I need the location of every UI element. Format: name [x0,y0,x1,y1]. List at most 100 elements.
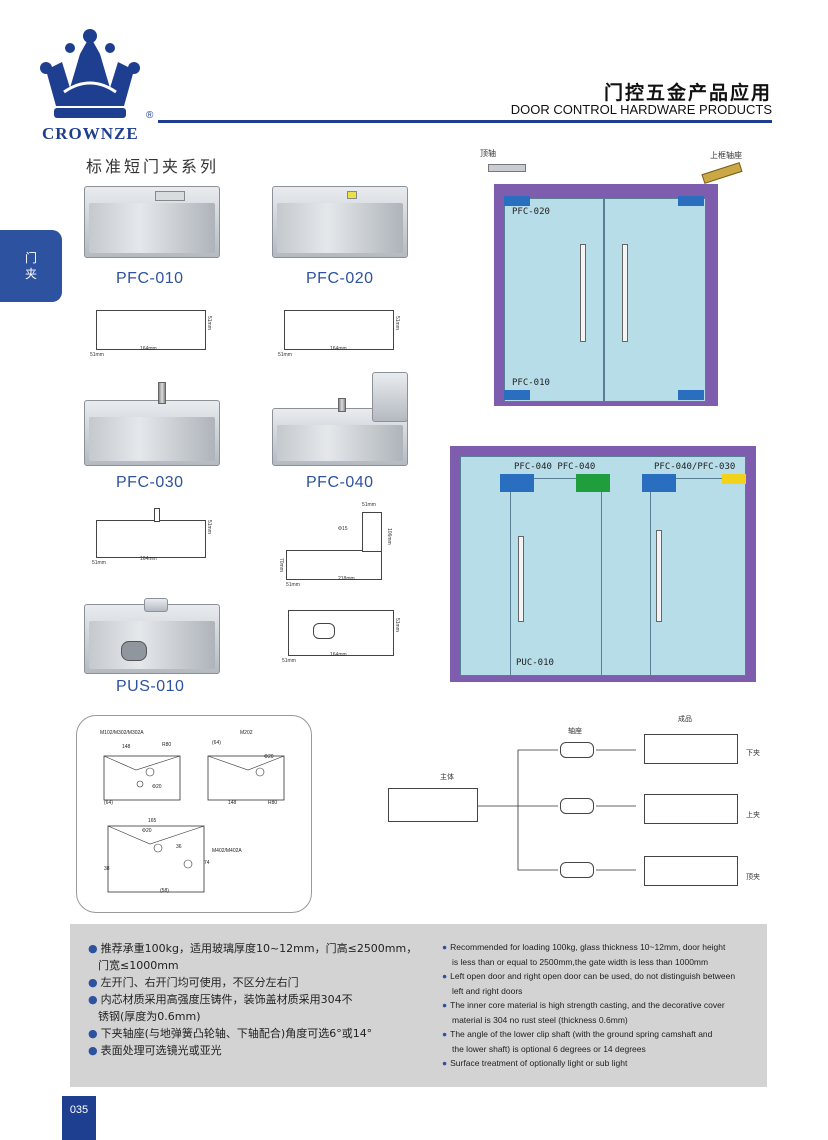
pfc-030-length: 164mm [140,556,157,562]
pfc-010-length: 164mm [140,346,157,352]
pfc-010-photo [84,186,220,258]
finished-top-clip [644,856,738,886]
dim-58: (58) [160,888,169,894]
pus-010-length: 164mm [330,652,347,658]
top-frame-pivot-label: 上框轴座 [710,151,742,160]
pfc-040-mid: 70mm [278,558,284,572]
pfc-040-pin [338,398,346,412]
spec-cn-item: 门宽≤1000mm [98,959,179,972]
spec-en-item: ●The inner core material is high strengt… [442,1000,725,1010]
top-pivot-image [488,164,526,172]
pfc-020-photo [272,186,408,258]
series-title: 标准短门夹系列 [86,157,220,176]
pfc-040-length: 218mm [338,576,355,582]
spec-list-en: ●Recommended for loading 100kg, glass th… [442,940,762,1071]
spec-en-item: ●Left open door and right open door can … [442,971,736,981]
spec-en-item: ●Recommended for loading 100kg, glass th… [442,942,726,952]
pus-010-width: 51mm [282,658,296,664]
door-1-clip-top-right [678,196,704,206]
spec-en-item: ●Surface treatment of optionally light o… [442,1058,628,1068]
dim-r80-a: R80 [162,742,172,748]
top-pivot-label: 顶轴 [480,149,496,158]
pfc-040-pin-dia: Φ15 [338,526,348,532]
page-number: 035 [62,1096,96,1140]
dim-38: 38 [104,866,110,872]
header-rule [158,120,772,123]
spec-en-item: left and right doors [452,985,523,996]
door-1-lower-label: PFC-010 [512,378,550,388]
door-2-clip-blue-right [642,474,676,492]
spec-en-item: is less than or equal to 2500mm,the gate… [452,956,709,967]
door-1-handle-left [580,244,586,342]
dim-36: 36 [176,844,182,850]
door-1-upper-label: PFC-020 [512,207,550,217]
spec-en-item: the lower shaft) is optional 6 degrees o… [452,1043,646,1054]
section-tab-line2: 夹 [24,267,37,281]
product-label-pus-010: PUS-010 [116,678,185,695]
shaft-part-lower [560,742,594,758]
pfc-030-height: 51mm [206,520,212,534]
door-2-handle-left [518,536,524,622]
pfc-040-height: 106mm [386,528,392,545]
dim-phi20-a: Φ20 [152,784,162,790]
dim-165: 165 [148,818,157,824]
section-tab-line1: 门 [24,251,37,265]
pus-010-height: 51mm [394,618,400,632]
door-2-handle-right [656,530,662,622]
finished-upper-clip [644,794,738,824]
spec-list-cn: ●推荐承重100kg，适用玻璃厚度10~12mm，门高≤2500mm， 门宽≤1… [88,940,428,1059]
assembly-connectors [478,749,636,871]
dim-74: 74 [204,860,210,866]
assembly-main-body [388,788,478,822]
assembly-finished-label: 成品 [678,715,692,723]
section-tab: 门 夹 [0,230,62,302]
pfc-030-width: 51mm [92,560,106,566]
dim-148-a: 148 [122,744,131,750]
spec-panel [70,924,767,1087]
tech-drawings-box [76,715,312,913]
door-2-clip-green [576,474,610,492]
pfc-010-height: 51mm [206,316,212,330]
dim-phi20-c: Φ20 [142,828,152,834]
dim-r80-b: R80 [268,800,278,806]
pfc-030-drawing-pin [154,508,160,522]
door-1-clip-bottom-right [678,390,704,400]
spec-cn-item: ●表面处理可选镜光或亚光 [88,1044,222,1057]
pus-010-drawing [288,610,394,656]
brand-name: CROWNZE [42,124,139,143]
pfc-020-height: 51mm [394,316,400,330]
door-1-clip-bottom-left [504,390,530,400]
pus-010-tab [144,598,168,612]
pfc-010-width: 51mm [90,352,104,358]
pfc-030-photo [84,400,220,466]
page-title-en: DOOR CONTROL HARDWARE PRODUCTS [510,102,772,117]
model-label-m202: M202 [240,730,253,736]
product-label-pfc-040: PFC-040 [306,474,374,491]
pfc-020-drawing [284,310,394,350]
door-2-right-labels: PFC-040/PFC-030 [654,462,736,472]
registered-mark: ® [146,110,154,121]
pfc-010-drawing [96,310,206,350]
pfc-040-width: 51mm [286,582,300,588]
dim-phi20-b: Φ20 [264,754,274,760]
product-label-pfc-020: PFC-020 [306,270,374,287]
spec-cn-item: ●左开门、右开门均可使用，不区分左右门 [88,976,299,989]
door-1-right-glass [604,198,706,402]
lower-clip-label: 下夹 [746,749,760,757]
pfc-020-width: 51mm [278,352,292,358]
assembly-shaft-label: 轴座 [568,727,582,735]
pfc-020-length: 164mm [330,346,347,352]
door-2-lower-label: PUC-010 [516,658,554,668]
top-clip-label: 顶夹 [746,873,760,881]
product-label-pfc-010: PFC-010 [116,270,184,287]
spec-cn-item: ●内芯材质采用高强度压铸件，装饰盖材质采用304不 [88,993,353,1006]
pfc-040-drawing [286,550,382,580]
product-label-pfc-030: PFC-030 [116,474,184,491]
door-2-right-glass [650,478,746,676]
crown-logo-icon [40,29,140,118]
finished-lower-clip [644,734,738,764]
spec-en-item: material is 304 no rust steel (thickness… [452,1014,628,1025]
model-label-m102: M102/M302/M302A [100,730,144,736]
dim-64-b: (64) [212,740,221,746]
door-2-left-glass [510,478,602,676]
